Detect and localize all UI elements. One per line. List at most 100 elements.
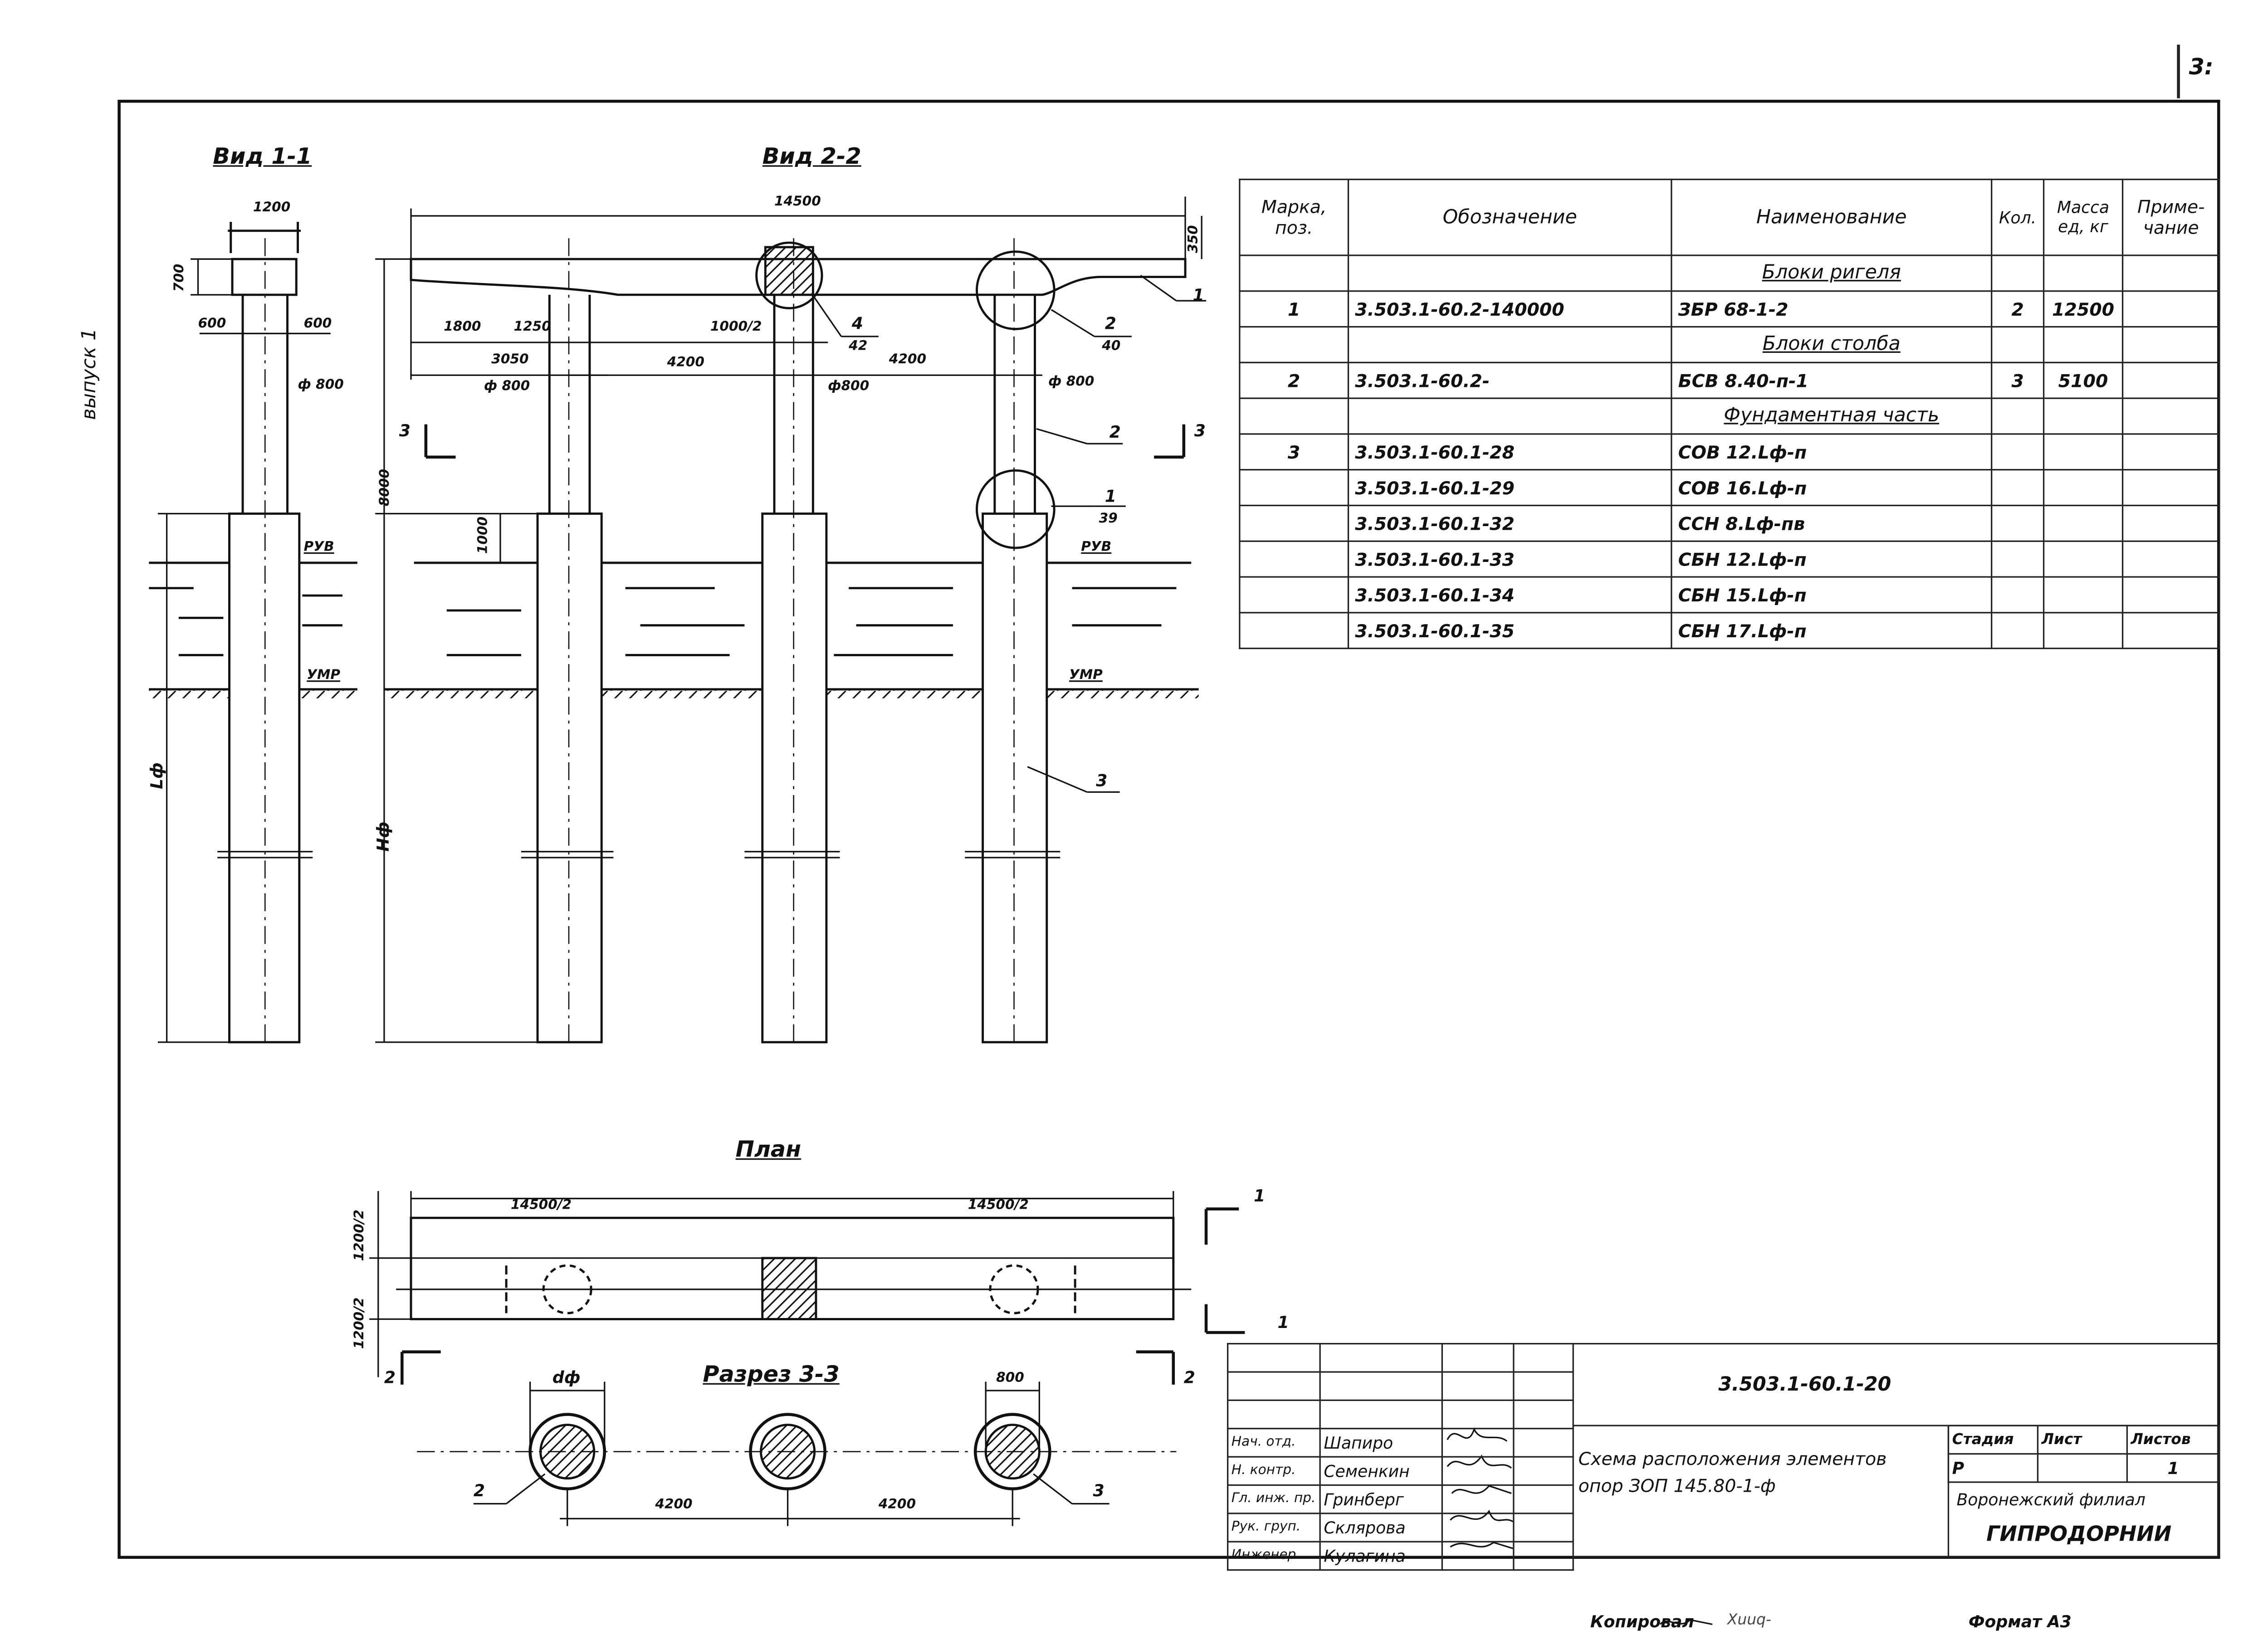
stage-header: Стадия bbox=[1947, 1425, 2039, 1455]
view-2-2-dim-3050: 3050 bbox=[491, 352, 529, 368]
spec-header-note: Приме- чание bbox=[2121, 178, 2220, 256]
table-row: Блоки столба bbox=[1239, 326, 2220, 363]
spec-cell-name: БСВ 8.40-п-1 bbox=[1671, 361, 1993, 399]
plan-dim-right: 14500/2 bbox=[968, 1198, 1029, 1214]
spec-cell-mass bbox=[2043, 612, 2124, 649]
spec-cell-code: 3.503.1-60.1-32 bbox=[1347, 504, 1672, 542]
spec-cell-mass: 12500 bbox=[2043, 290, 2124, 328]
view-2-2-h-label: Hф bbox=[373, 821, 393, 852]
section-callout-2: 2 bbox=[473, 1481, 485, 1501]
spec-cell-qty bbox=[1990, 469, 2045, 507]
signature-role: Нач. отд. bbox=[1227, 1428, 1321, 1458]
view-1-1-rub: РУВ bbox=[303, 540, 334, 556]
spec-cell-note bbox=[2121, 469, 2220, 507]
view-1-1-dim-cap-height: 700 bbox=[172, 264, 188, 292]
spec-cell-pos: 3 bbox=[1239, 433, 1349, 471]
signature-grid: Нач. отд.Шапиро Н. контр.Семенкин Гл. ин… bbox=[1227, 1342, 1574, 1571]
spec-cell-pos bbox=[1239, 469, 1349, 507]
spec-cell-note bbox=[2121, 504, 2220, 542]
section-dim-4200b: 4200 bbox=[878, 1498, 916, 1513]
table-row: Блоки ригеля bbox=[1239, 254, 2220, 292]
spec-header-row: Марка, поз. Обозначение Наименование Кол… bbox=[1239, 178, 2220, 256]
signature-name: Гринберг bbox=[1319, 1484, 1443, 1514]
callout-2-sheet: 40 bbox=[1102, 339, 1121, 355]
table-row: Фундаментная часть bbox=[1239, 397, 2220, 435]
copied-by-signature: Xuuq- bbox=[1727, 1612, 1771, 1629]
sheet-frame bbox=[117, 99, 2220, 1559]
section-3-3-title: Разрез 3-3 bbox=[703, 1361, 840, 1388]
spec-cell-note bbox=[2121, 433, 2220, 471]
spec-cell-note bbox=[2121, 290, 2220, 328]
view-1-1-dim-left: 600 bbox=[198, 317, 226, 332]
view-2-2-umr: УМР bbox=[1069, 668, 1103, 683]
spec-cell-code: 3.503.1-60.2- bbox=[1347, 361, 1672, 399]
stage-value: Р bbox=[1947, 1453, 2039, 1483]
section-mark-right: 3 bbox=[1194, 421, 1206, 441]
view-2-2-title: Вид 2-2 bbox=[762, 143, 861, 170]
spec-cell-name: СБН 12.Lф-п bbox=[1671, 540, 1993, 578]
spec-cell-mass bbox=[2043, 433, 2124, 471]
title-line-2: опор ЗОП 145.80-1-ф bbox=[1578, 1475, 1776, 1497]
section-dim-4200a: 4200 bbox=[655, 1498, 693, 1513]
title-line-1: Схема расположения элементов bbox=[1578, 1449, 1887, 1470]
view-1-1-dim-width: 1200 bbox=[253, 201, 291, 216]
callout-1-num: 1 bbox=[1193, 286, 1204, 305]
signature-role: Рук. груп. bbox=[1227, 1513, 1321, 1542]
spec-cell-qty bbox=[1990, 576, 2045, 614]
spec-cell-pos: 1 bbox=[1239, 290, 1349, 328]
signature-row: Рук. груп.Склярова bbox=[1227, 1513, 1574, 1542]
view-1-1-title: Вид 1-1 bbox=[213, 143, 312, 170]
document-code: 3.503.1-60.1-20 bbox=[1718, 1374, 1892, 1397]
plan-mark-2-left: 2 bbox=[384, 1368, 396, 1388]
spec-cell-pos bbox=[1239, 612, 1349, 649]
plan-drawing bbox=[369, 1191, 1245, 1385]
spec-cell-mass bbox=[2043, 540, 2124, 578]
plan-dim-v2: 1200/2 bbox=[352, 1297, 368, 1349]
signature-mark bbox=[1441, 1484, 1515, 1514]
plan-title: План bbox=[735, 1136, 802, 1163]
plan-mark-1-top: 1 bbox=[1254, 1186, 1266, 1206]
view-2-2-dim-cap: 350 bbox=[1187, 225, 1202, 254]
sheets-value: 1 bbox=[2126, 1453, 2220, 1483]
spec-cell-pos bbox=[1239, 540, 1349, 578]
section-callout-3: 3 bbox=[1093, 1481, 1105, 1501]
callout-4-num: 4 bbox=[851, 314, 863, 334]
signature-row: Гл. инж. пр.Гринберг bbox=[1227, 1484, 1574, 1514]
plan-dim-left: 14500/2 bbox=[510, 1198, 572, 1214]
callout-2b-num: 2 bbox=[1109, 423, 1121, 442]
view-1-1-l-label: Lф bbox=[147, 762, 167, 789]
callout-1b-num: 1 bbox=[1105, 487, 1116, 507]
view-1-1-drawing bbox=[149, 222, 357, 1044]
title-block-divider bbox=[1572, 1425, 2219, 1426]
spec-cell-name: ЗБР 68-1-2 bbox=[1671, 290, 1993, 328]
org-left-border bbox=[1947, 1425, 1950, 1557]
view-2-2-dia-2: ф800 bbox=[828, 380, 870, 395]
view-2-2-dia-1: ф 800 bbox=[484, 380, 530, 395]
signature-name: Склярова bbox=[1319, 1513, 1443, 1542]
sheet-value bbox=[2037, 1453, 2128, 1483]
spec-cell-note bbox=[2121, 540, 2220, 578]
spec-cell-qty bbox=[1990, 433, 2045, 471]
view-2-2-drawing bbox=[375, 196, 1206, 1044]
spec-cell-mass: 5100 bbox=[2043, 361, 2124, 399]
spec-cell-pos: 2 bbox=[1239, 361, 1349, 399]
spec-cell-qty bbox=[1990, 504, 2045, 542]
sheet-header: Лист bbox=[2037, 1425, 2128, 1455]
spec-cell-mass bbox=[2043, 469, 2124, 507]
spec-cell-mass bbox=[2043, 504, 2124, 542]
section-dim-d: dф bbox=[552, 1368, 581, 1388]
spec-subheading: Блоки ригеля bbox=[1671, 254, 1993, 292]
spec-cell-qty bbox=[1990, 540, 2045, 578]
specification-table: Марка, поз. Обозначение Наименование Кол… bbox=[1239, 178, 2220, 649]
spec-cell-qty: 3 bbox=[1990, 361, 2045, 399]
signature-mark bbox=[1441, 1456, 1515, 1486]
spec-cell-code: 3.503.1-60.1-34 bbox=[1347, 576, 1672, 614]
spec-subheading: Блоки столба bbox=[1671, 326, 1993, 363]
